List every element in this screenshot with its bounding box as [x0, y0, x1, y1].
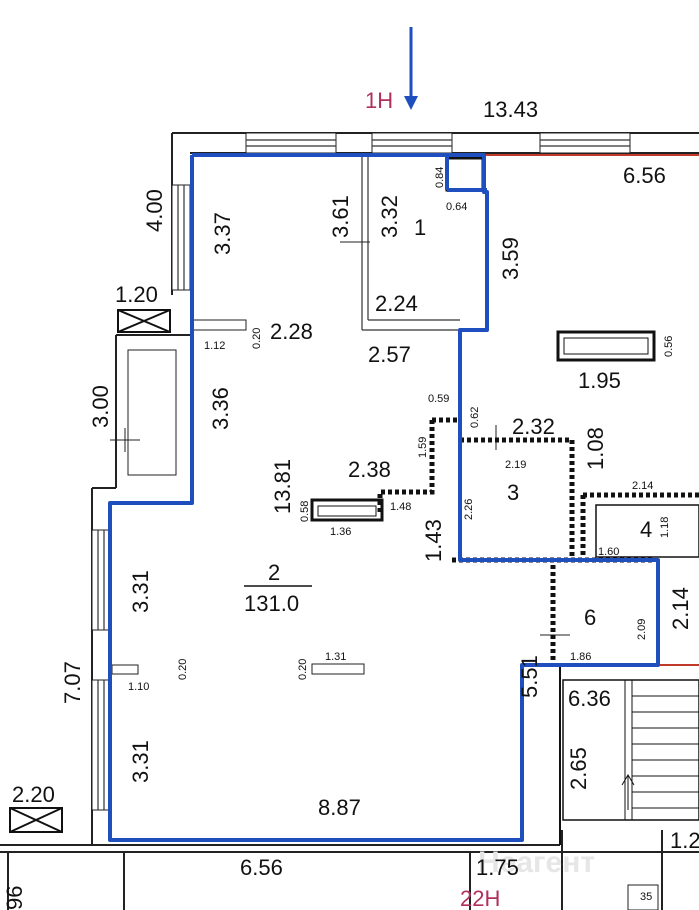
dim-195: 1.95	[578, 368, 621, 393]
watermark-logo: Неагент	[478, 846, 595, 879]
dim-887: 8.87	[318, 795, 361, 820]
dim-35: 35	[640, 891, 652, 903]
dim-room1-084: 0.84	[434, 167, 446, 188]
vent-box-icon-lower	[9, 807, 63, 833]
dim-159: 1.59	[417, 437, 429, 458]
dim-left-room-upper: 3.37	[210, 212, 235, 255]
room-2-area: 131.0	[244, 591, 299, 616]
dim-112: 1.12	[204, 340, 225, 352]
dim-bottom-mid: 1.75	[476, 855, 519, 880]
dim-118: 1.18	[659, 517, 671, 538]
dim-r-359: 3.59	[498, 237, 523, 280]
dim-551: 5.51	[517, 655, 542, 698]
dim-left-331-b: 3.31	[128, 740, 153, 783]
dim-top-right: 6.56	[623, 163, 666, 188]
entrance-arrow-icon	[404, 27, 418, 110]
dim-214-b: 2.14	[668, 587, 693, 630]
dim-win-220: 2.20	[12, 782, 55, 807]
dim-left-336: 3.36	[208, 387, 233, 430]
dim-056: 0.56	[663, 336, 675, 357]
room-4-walls	[595, 504, 699, 558]
dim-left-upper-wall: 4.00	[142, 189, 167, 232]
dim-232: 2.32	[512, 414, 555, 439]
dim-left-300: 3.00	[88, 385, 113, 428]
dim-228: 2.28	[270, 319, 313, 344]
dim-020-b: 0.20	[297, 659, 309, 680]
dim-020-c: 0.20	[177, 659, 189, 680]
dim-226: 2.26	[463, 499, 475, 520]
dim-left-707: 7.07	[60, 661, 85, 704]
neighbor-unit-label: 22Н	[460, 886, 500, 910]
dim-265: 2.65	[566, 747, 591, 790]
neighbor-units-bottom	[0, 830, 699, 910]
vent-box-icon-upper	[117, 309, 171, 333]
dim-058: 0.58	[299, 501, 311, 522]
dim-room1-224: 2.24	[375, 291, 418, 316]
dim-636: 6.36	[568, 686, 611, 711]
dim-room1-332: 3.32	[377, 195, 402, 238]
dim-238: 2.38	[348, 457, 391, 482]
room-6-number: 6	[584, 605, 596, 630]
exterior-wall-top	[171, 132, 699, 295]
dim-108: 1.08	[583, 427, 608, 470]
dim-209: 2.09	[636, 619, 648, 640]
dim-1381: 13.81	[270, 459, 295, 514]
room-3-number: 3	[507, 480, 519, 505]
unit-boundary	[108, 153, 660, 842]
dim-059: 0.59	[428, 393, 449, 405]
room-2-number: 2	[268, 560, 280, 585]
left-wall-lower	[0, 334, 560, 846]
dim-room1-361: 3.61	[328, 195, 353, 238]
dim-062: 0.62	[469, 407, 481, 428]
dim-136: 1.36	[330, 526, 351, 538]
dim-room1-064: 0.64	[446, 201, 467, 213]
dim-186: 1.86	[570, 651, 591, 663]
dim-131: 1.31	[325, 651, 346, 663]
room-4-number: 4	[640, 517, 652, 542]
dim-top-total: 13.43	[483, 97, 538, 122]
dim-214-a: 2.14	[632, 480, 653, 492]
dim-96: 96	[2, 886, 27, 910]
dim-160: 1.60	[598, 546, 619, 558]
dim-219: 2.19	[505, 459, 526, 471]
dim-020-a: 0.20	[251, 328, 263, 349]
dim-win-120: 1.20	[115, 282, 158, 307]
room-1-number: 1	[414, 215, 426, 240]
dim-110: 1.10	[128, 681, 149, 693]
dim-left-331-a: 3.31	[128, 570, 153, 613]
dim-bottom-left: 6.56	[240, 855, 283, 880]
unit-label: 1Н	[365, 88, 393, 113]
left-upper-window	[171, 184, 191, 291]
dim-148: 1.48	[390, 501, 411, 513]
dim-12: 1.2	[670, 828, 699, 853]
wall-niche-fixtures	[110, 241, 656, 675]
dim-143: 1.43	[421, 519, 446, 562]
dim-257: 2.57	[368, 342, 411, 367]
